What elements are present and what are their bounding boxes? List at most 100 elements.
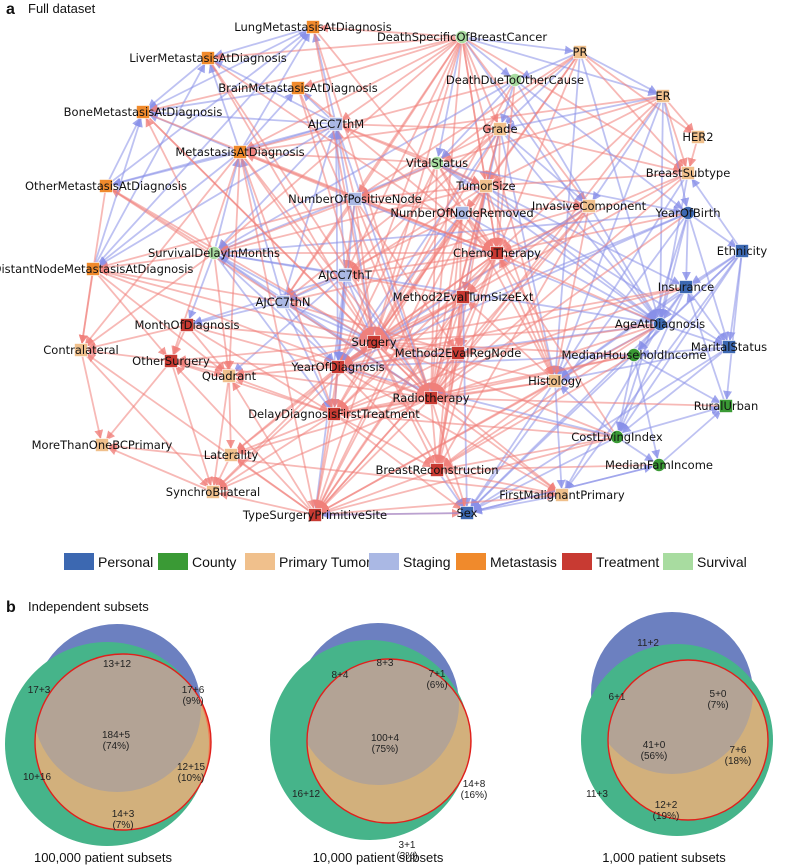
node-age-at-diagnosis: AgeAtDiagnosis <box>615 317 705 331</box>
edge-er-to-grade <box>505 95 664 131</box>
edge-metastasis-at-diagnosis-to-chemo-therapy <box>239 151 492 252</box>
venn-region-label: 12+2 <box>655 800 678 811</box>
edge-liver-metastasis-at-diagnosis-to-chemo-therapy <box>207 57 492 250</box>
node-her2: HER2 <box>682 130 713 144</box>
edge-distant-node-metastasis-at-diagnosis-to-surgery <box>92 268 369 343</box>
edge-histology-to-type-surgery-primitive-site <box>320 380 556 513</box>
venn-region-label: 11+3 <box>586 789 608 800</box>
node-invasive-component: InvasiveComponent <box>532 199 647 213</box>
edge-cost-living-index-to-histology <box>559 385 618 438</box>
edge-death-due-to-other-cause-to-age-at-diagnosis <box>514 79 658 319</box>
edge-marital-status-to-median-household-income <box>640 346 730 359</box>
node-vital-status: VitalStatus <box>406 156 468 170</box>
edge-delay-diagnosis-first-treatment-to-breast-reconstruction <box>333 413 432 468</box>
node-other-surgery: OtherSurgery <box>132 354 210 368</box>
edge-age-at-diagnosis-to-surgery <box>380 323 661 346</box>
node-laterality: Laterality <box>204 448 259 462</box>
legend-item-county: County <box>158 553 236 570</box>
panel-a-letter: a <box>6 1 15 18</box>
edge-year-of-birth-to-age-at-diagnosis <box>659 212 689 319</box>
node-marker <box>652 458 666 472</box>
node-label: NumberOfPositiveNode <box>288 192 422 206</box>
edge-median-fam-income-to-rural-urban <box>658 409 722 466</box>
node-label: SynchroBilateral <box>166 485 260 499</box>
edge-median-household-income-to-cost-living-index <box>615 354 635 432</box>
edge-lung-metastasis-at-diagnosis-to-surgery <box>312 26 376 337</box>
edge-distant-node-metastasis-at-diagnosis-to-other-surgery <box>92 268 168 357</box>
edge-chemo-therapy-to-breast-reconstruction <box>436 252 498 465</box>
node-label: Histology <box>528 374 582 388</box>
venn-region-percent: (74%) <box>103 741 130 752</box>
node-label: Quadrant <box>202 369 257 383</box>
edge-er-to-tumor-size <box>491 95 664 184</box>
node-label: ER <box>655 89 670 103</box>
edge-pr-to-chemo-therapy <box>498 51 581 248</box>
edge-insurance-to-cost-living-index <box>619 286 687 432</box>
venn-outline <box>34 653 212 831</box>
edge-pr-to-her2 <box>579 51 694 134</box>
node-marker <box>206 485 220 499</box>
node-synchro-bilateral: SynchroBilateral <box>166 485 260 499</box>
edge-ajcc7th-m-to-lung-metastasis-at-diagnosis <box>312 32 337 125</box>
edge-death-specific-of-breast-cancer-to-bone-metastasis-at-diagnosis <box>148 36 463 113</box>
edge-cost-living-index-to-sex <box>472 436 618 511</box>
edge-year-of-birth-to-year-of-diagnosis <box>343 212 689 366</box>
node-marker <box>164 354 178 368</box>
edge-lung-metastasis-at-diagnosis-to-bone-metastasis-at-diagnosis <box>148 26 314 110</box>
edge-other-metastasis-at-diagnosis-to-surgery <box>105 185 369 340</box>
node-more-than-one-bc-primary: MoreThanOneBCPrimary <box>32 438 173 452</box>
node-marker <box>735 244 749 258</box>
node-marker <box>555 488 569 502</box>
edge-surgery-to-sex <box>373 341 465 508</box>
edge-death-specific-of-breast-cancer-to-invasive-component <box>461 36 586 202</box>
edge-breast-subtype-to-radiotherapy <box>435 172 689 395</box>
node-median-fam-income: MedianFamIncome <box>605 458 713 472</box>
node-type-surgery-primitive-site: TypeSurgeryPrimitiveSite <box>242 508 387 522</box>
node-bone-metastasis-at-diagnosis: BoneMetastasisAtDiagnosis <box>64 105 223 119</box>
edge-method2-eval-tum-size-ext-to-sex <box>462 296 472 507</box>
edge-pr-to-death-due-to-other-cause <box>520 51 581 79</box>
edge-number-of-node-removed-to-invasive-component <box>461 202 583 214</box>
edge-vital-status-to-number-of-positive-node <box>360 162 438 198</box>
node-marker <box>460 506 474 520</box>
edge-ajcc7th-n-to-year-of-diagnosis <box>282 301 335 363</box>
node-distant-node-metastasis-at-diagnosis: DistantNodeMetastasisAtDiagnosis <box>0 262 193 276</box>
edge-year-of-birth-to-insurance <box>681 212 691 281</box>
legend-swatch <box>369 553 399 570</box>
venn-caption: 100,000 patient subsets <box>34 850 173 865</box>
edge-year-of-diagnosis-to-type-surgery-primitive-site <box>312 366 339 509</box>
node-breast-subtype: BreastSubtype <box>646 166 731 180</box>
node-label: BoneMetastasisAtDiagnosis <box>64 105 223 119</box>
venn-region-label: 5+0 <box>710 689 727 700</box>
node-radiotherapy: Radiotherapy <box>392 391 469 405</box>
edge-breast-subtype-to-histology <box>558 172 689 376</box>
node-cost-living-index: CostLivingIndex <box>571 430 663 444</box>
edge-vital-status-to-radiotherapy <box>426 162 438 392</box>
node-marker <box>233 145 247 159</box>
edge-type-surgery-primitive-site-to-quadrant <box>231 381 316 516</box>
node-marker <box>367 335 381 349</box>
venn-region-percent: (16%) <box>461 790 488 801</box>
node-label: AJCC7thT <box>318 268 372 282</box>
node-label: RuralUrban <box>694 399 759 413</box>
edge-er-to-histology <box>556 95 664 376</box>
edge-metastasis-at-diagnosis-to-type-surgery-primitive-site <box>239 151 317 510</box>
venn-region-percent: (10%) <box>178 773 205 784</box>
legend-label: Treatment <box>596 554 659 570</box>
venn-region-percent: (7%) <box>112 820 133 831</box>
edge-median-household-income-to-breast-reconstruction <box>442 354 635 468</box>
network-edges <box>78 23 743 520</box>
node-marker <box>430 463 444 477</box>
node-er: ER <box>655 89 670 103</box>
network-graph: LungMetastasisAtDiagnosisDeathSpecificOf… <box>0 20 767 522</box>
edge-ajcc7th-m-to-distant-node-metastasis-at-diagnosis <box>98 123 337 267</box>
edge-death-specific-of-breast-cancer-to-histology <box>461 36 556 376</box>
edge-first-malignant-primary-to-more-than-one-bc-primary <box>108 442 563 496</box>
node-surgery: Surgery <box>351 335 396 349</box>
edge-quadrant-to-laterality <box>226 375 236 449</box>
edge-delay-diagnosis-first-treatment-to-type-surgery-primitive-site <box>313 413 335 510</box>
venn-region-label: 184+5 <box>102 730 131 741</box>
edge-number-of-positive-node-to-number-of-node-removed <box>354 198 456 216</box>
